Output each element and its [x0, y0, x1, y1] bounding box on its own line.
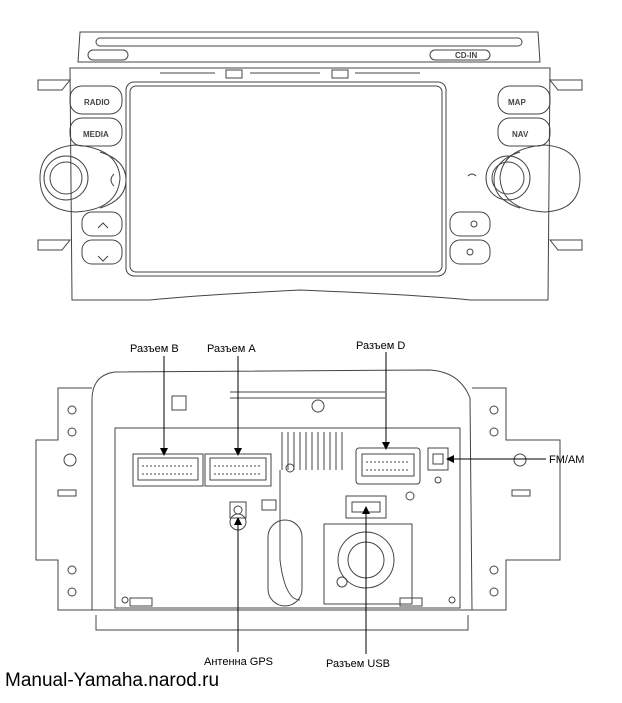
usb-label: Разъем USB: [326, 658, 390, 670]
map-button[interactable]: [497, 85, 551, 115]
rear-panel: [35, 369, 561, 631]
connector-a: [204, 453, 272, 487]
seek-down-button[interactable]: [81, 239, 123, 265]
callout-lines: [163, 352, 546, 654]
radio-button-label: RADIO: [84, 98, 110, 107]
cd-in-label: CD-IN: [455, 51, 477, 60]
map-button-label: MAP: [508, 98, 526, 107]
fan-guard: [267, 519, 303, 607]
media-button-label: MEDIA: [83, 130, 109, 139]
eject-button[interactable]: [87, 49, 129, 61]
cd-in-button[interactable]: [429, 49, 491, 61]
rear-plate: [114, 427, 461, 609]
gps-antenna-jack: [229, 499, 277, 531]
display-screen: [129, 85, 443, 273]
media-button[interactable]: [69, 117, 123, 147]
cd-slot: [95, 37, 523, 47]
watermark-text: Manual-Yamaha.narod.ru: [5, 670, 220, 691]
usb-bay: [323, 523, 413, 605]
heatsink: [267, 432, 343, 607]
power-button[interactable]: [449, 239, 491, 265]
fm-am-label: FM/AM: [549, 454, 584, 466]
connector-b: [132, 453, 204, 487]
nav-button[interactable]: [497, 117, 551, 147]
radio-button[interactable]: [69, 85, 123, 115]
seek-up-button[interactable]: [81, 211, 123, 237]
left-bracket: [35, 387, 92, 611]
connector-b-label: Разъем B: [130, 343, 179, 355]
right-knob-housing: [499, 144, 581, 213]
front-bezel: [69, 67, 551, 301]
tune-knob[interactable]: [485, 155, 531, 201]
gps-antenna-label: Антенна GPS: [204, 656, 273, 668]
front-panel: [37, 31, 583, 301]
volume-knob[interactable]: [43, 155, 89, 201]
fm-am-jack: [427, 447, 449, 484]
nav-button-label: NAV: [512, 130, 529, 139]
left-knob-housing: [39, 144, 121, 213]
phone-button[interactable]: [493, 151, 521, 209]
connector-d: [355, 447, 421, 485]
connector-d-label: Разъем D: [356, 340, 405, 352]
setup-button[interactable]: [449, 211, 491, 237]
back-button[interactable]: [99, 151, 127, 209]
rear-housing: [91, 369, 473, 611]
connector-a-label: Разъем A: [207, 343, 256, 355]
cd-slot-housing: [77, 31, 541, 63]
right-bracket: [472, 387, 561, 611]
